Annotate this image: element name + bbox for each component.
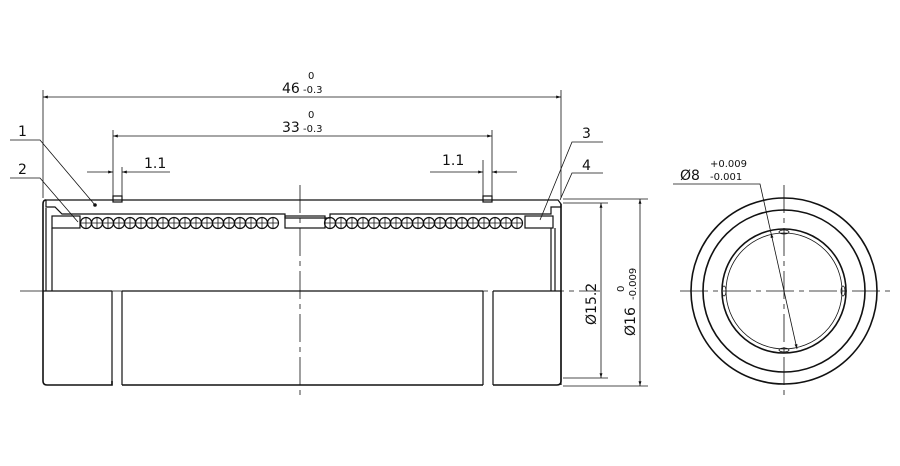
dim-groove-width-left: 1.1 bbox=[87, 156, 170, 196]
retainer-right bbox=[524, 215, 554, 229]
dim-groove-spacing: 33 0 -0.3 bbox=[112, 110, 493, 196]
ball-cross bbox=[245, 217, 257, 229]
ball-cross bbox=[390, 217, 402, 229]
ball-cross bbox=[135, 217, 147, 229]
svg-text:1: 1 bbox=[18, 124, 27, 140]
svg-text:0: 0 bbox=[308, 110, 314, 121]
ball-cross bbox=[190, 217, 202, 229]
ball-cross bbox=[379, 217, 391, 229]
end-view bbox=[673, 183, 890, 400]
ball-cross bbox=[357, 217, 369, 229]
dim-outer-diameter: Ø16 0 -0.009 bbox=[563, 198, 648, 387]
ball-cross bbox=[212, 217, 224, 229]
ball-cross bbox=[113, 217, 125, 229]
sleeve-section bbox=[45, 199, 562, 219]
ball-cross bbox=[456, 217, 468, 229]
ball-cross bbox=[478, 217, 490, 229]
svg-text:2: 2 bbox=[18, 162, 27, 178]
ball-row bbox=[79, 216, 524, 230]
ball-cross bbox=[168, 217, 180, 229]
ball-cross bbox=[256, 217, 268, 229]
dim-groove-width-right: 1.1 bbox=[430, 153, 517, 196]
ball-cross bbox=[179, 217, 191, 229]
ball-cross bbox=[124, 217, 136, 229]
balloon-1: 1 bbox=[10, 124, 97, 207]
svg-text:1.1: 1.1 bbox=[144, 156, 166, 172]
ball-cross bbox=[335, 217, 347, 229]
svg-text:Ø16: Ø16 bbox=[623, 307, 639, 336]
svg-text:-0.3: -0.3 bbox=[303, 85, 323, 96]
balloon-3: 3 bbox=[539, 126, 603, 221]
groove-right bbox=[482, 195, 493, 203]
svg-text:0: 0 bbox=[616, 286, 627, 292]
svg-text:+0.009: +0.009 bbox=[710, 159, 747, 170]
ball-cross bbox=[346, 217, 358, 229]
retainer-left bbox=[51, 215, 81, 229]
svg-text:-0.001: -0.001 bbox=[710, 172, 742, 183]
ball-cross bbox=[500, 217, 512, 229]
dim-bore-diameter: Ø8 +0.009 -0.001 bbox=[680, 159, 747, 184]
ball-cross bbox=[423, 217, 435, 229]
ball-cross bbox=[157, 217, 169, 229]
ball-cross bbox=[401, 217, 413, 229]
dim-groove-diameter: Ø15.2 bbox=[563, 202, 608, 379]
svg-text:-0.009: -0.009 bbox=[628, 268, 639, 300]
ball-cross bbox=[234, 217, 246, 229]
ball-cross bbox=[489, 217, 501, 229]
ball-cross bbox=[91, 217, 103, 229]
ball-cross bbox=[434, 217, 446, 229]
svg-text:33: 33 bbox=[282, 120, 300, 136]
svg-text:1.1: 1.1 bbox=[442, 153, 464, 169]
svg-text:4: 4 bbox=[582, 158, 591, 174]
ball-cross bbox=[223, 217, 235, 229]
ball-cross bbox=[511, 217, 523, 229]
balloon-4: 4 bbox=[559, 158, 603, 201]
svg-text:Ø15.2: Ø15.2 bbox=[584, 283, 600, 325]
side-view bbox=[20, 185, 600, 395]
svg-text:0: 0 bbox=[308, 71, 314, 82]
ball-cross bbox=[80, 217, 92, 229]
ball-cross bbox=[368, 217, 380, 229]
ball-cross bbox=[146, 217, 158, 229]
svg-text:-0.3: -0.3 bbox=[303, 124, 323, 135]
svg-text:46: 46 bbox=[282, 81, 300, 97]
svg-text:3: 3 bbox=[582, 126, 591, 142]
svg-text:Ø8: Ø8 bbox=[680, 168, 700, 184]
ball-cross bbox=[445, 217, 457, 229]
ball-cross bbox=[267, 217, 279, 229]
groove-left bbox=[112, 195, 123, 203]
ball-cross bbox=[412, 217, 424, 229]
ball-cross bbox=[102, 217, 114, 229]
ball-cross bbox=[467, 217, 479, 229]
ball-cross bbox=[201, 217, 213, 229]
ball-cross bbox=[324, 217, 336, 229]
balloon-2: 2 bbox=[10, 162, 79, 223]
